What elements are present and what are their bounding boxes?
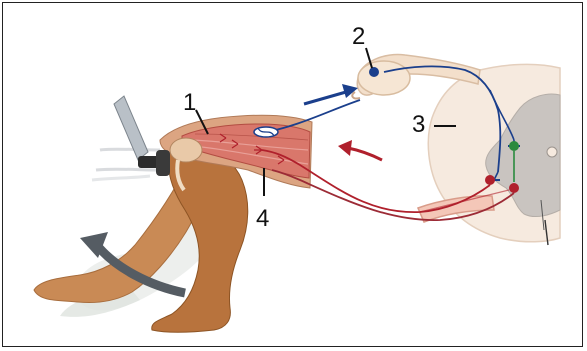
- label-3: 3: [412, 111, 425, 138]
- label-4: 4: [256, 205, 269, 232]
- dorsal-root-ganglion: [358, 61, 410, 95]
- signal-arrow-icon: [304, 84, 382, 160]
- sensory-cell-body: [369, 67, 379, 77]
- spinal-cord: [428, 64, 560, 245]
- label-2: 2: [352, 23, 365, 50]
- label-1: 1: [183, 89, 196, 116]
- muscle-spindle: [254, 127, 278, 137]
- leg: [34, 115, 312, 332]
- central-canal: [547, 147, 557, 157]
- kneecap: [170, 138, 202, 162]
- reflex-hammer-icon: [92, 96, 170, 180]
